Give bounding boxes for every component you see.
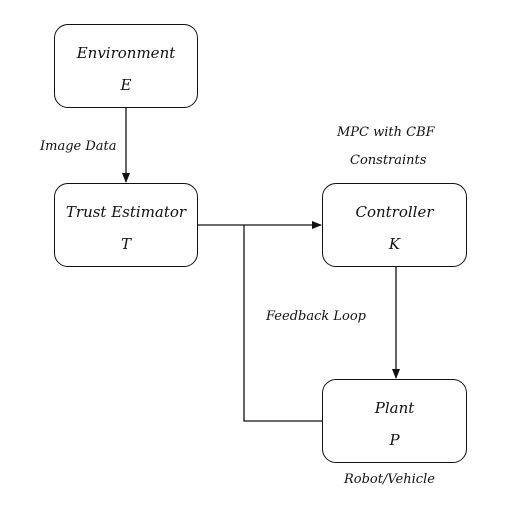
environment-symbol: E [120,76,132,94]
plant-block: Plant P [322,379,467,463]
feedback-loop-label: Feedback Loop [266,309,366,324]
plant-symbol: P [389,431,400,449]
environment-block: Environment E [54,24,198,108]
controller-title: Controller [355,203,434,221]
robot-vehicle-label: Robot/Vehicle [344,472,435,487]
trust-estimator-symbol: T [120,235,131,253]
image-data-label: Image Data [40,139,117,154]
controller-symbol: K [388,235,401,253]
environment-title: Environment [76,44,176,62]
feedback-loop-line [243,225,322,422]
trust-estimator-block: Trust Estimator T [54,183,198,267]
mpc-constraint-label-line2: Constraints [350,153,427,168]
plant-title: Plant [374,399,415,417]
trust-estimator-title: Trust Estimator [65,203,187,221]
controller-block: Controller K [322,183,467,267]
mpc-constraint-label-line1: MPC with CBF [337,125,435,140]
